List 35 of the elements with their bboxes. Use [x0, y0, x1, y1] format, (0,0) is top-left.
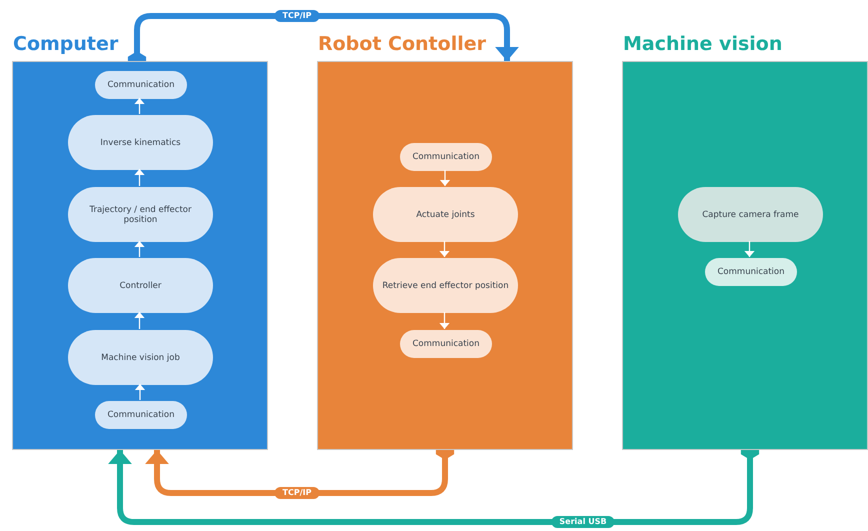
step-label: Communication [412, 152, 480, 162]
panel-heading: Machine vision [623, 33, 782, 55]
flow-arrow [134, 98, 145, 114]
step-label: Machine vision job [100, 352, 181, 362]
step-label: Retrieve end effector position [381, 280, 510, 290]
flow-arrow [134, 312, 145, 329]
step-label: Inverse kinematics [99, 138, 182, 148]
process-step [400, 143, 492, 171]
step-label: Communication [106, 80, 176, 90]
step-label: Capture camera frame [701, 210, 800, 220]
flow-arrow [744, 241, 755, 257]
step-label: Communication [716, 267, 786, 277]
flow-arrow [440, 170, 450, 186]
flow-arrow [134, 241, 145, 257]
flow-arrow [439, 312, 450, 329]
process-step [705, 258, 797, 286]
process-step [95, 401, 187, 429]
step-label: Communication [106, 410, 176, 420]
panel-heading: Robot Contoller [318, 33, 486, 55]
flow-arrow [439, 241, 450, 257]
step-label: Controller [118, 280, 162, 290]
edge-label: TCP/IP [274, 10, 320, 22]
process-step [95, 71, 187, 99]
connection-arrow [128, 13, 519, 61]
process-step [400, 330, 492, 358]
connection-arrow [145, 450, 454, 496]
edge-label: Serial USB [551, 516, 615, 528]
step-label: Communication [412, 339, 480, 349]
step-label: Actuate joints [415, 210, 476, 220]
panel-heading: Computer [13, 33, 118, 55]
edge-label: TCP/IP [274, 487, 320, 499]
flow-arrow [134, 384, 146, 400]
connection-arrow [108, 450, 760, 525]
flow-arrow [134, 169, 145, 186]
step-label: Trajectory / end effector position [88, 204, 192, 224]
